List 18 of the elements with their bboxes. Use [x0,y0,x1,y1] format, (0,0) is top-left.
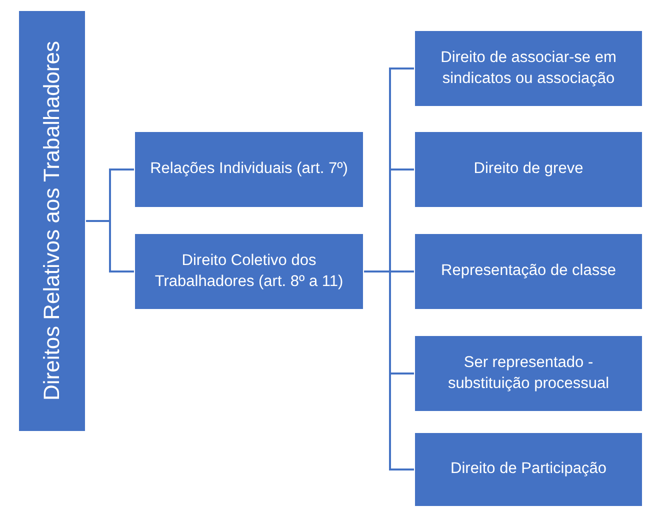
box-label: Ser representado - substituição processual [446,352,610,394]
process-box [18,10,86,432]
connector-line [364,270,414,470]
box-label: Direito de associar-se em sindicatos ou associação [440,48,618,88]
box-label: Direitos Relativos aos Trabalhadores [38,41,66,401]
process-box [414,131,643,208]
box-label: Direito Coletivo dos Trabalhadores (art. 8º a 11) [154,250,344,292]
process-box [414,432,643,507]
box-label: Direito de greve [474,159,584,180]
process-box [414,233,643,310]
process-box [414,30,643,107]
box-label: Direito de Participação [450,459,606,480]
process-box [414,335,643,412]
process-box [134,131,364,208]
connector-line [86,220,134,272]
box-label: Representação de classe [441,261,616,282]
box-label: Relações Individuais (art. 7º) [150,159,348,180]
process-box [134,233,364,310]
